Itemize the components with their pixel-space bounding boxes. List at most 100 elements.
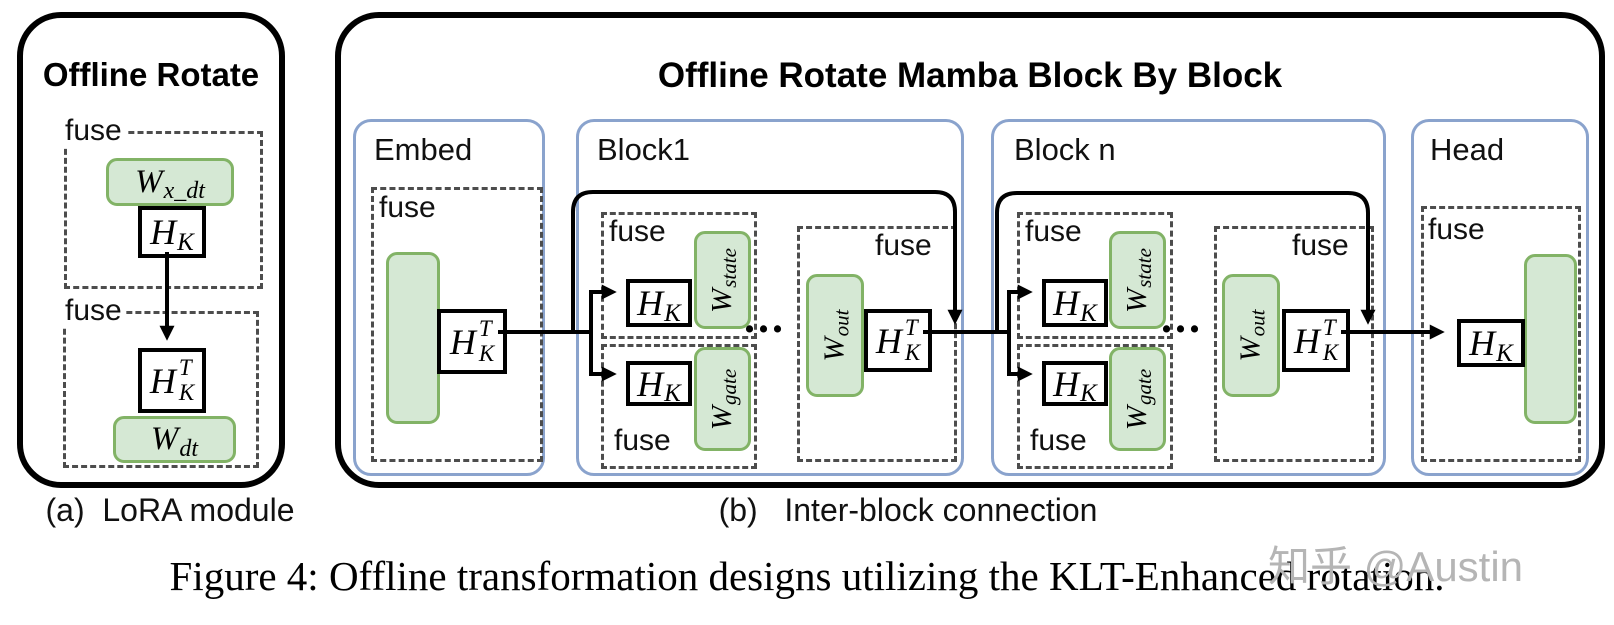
math-supsub-tk: T K bbox=[478, 315, 495, 367]
fuse-label-blockn-gate: fuse bbox=[1026, 425, 1091, 457]
math-sub-k: K bbox=[178, 379, 195, 405]
fuse-label-blockn-out: fuse bbox=[1288, 230, 1353, 262]
math-h: H bbox=[150, 212, 177, 252]
math-sub-k: K bbox=[478, 340, 495, 366]
figure-caption: Figure 4: Offline transformation designs… bbox=[169, 553, 1445, 599]
math-h: H bbox=[149, 360, 176, 401]
math-w: W bbox=[1234, 337, 1267, 362]
math-h: H bbox=[1053, 363, 1080, 404]
embed-weight-box bbox=[386, 252, 440, 424]
math-h: H bbox=[637, 363, 664, 404]
math-sub-state: state bbox=[717, 247, 741, 288]
math-sub-k: K bbox=[177, 228, 194, 256]
fuse-label-a-bottom: fuse bbox=[61, 295, 126, 327]
block-n-label: Block n bbox=[1014, 132, 1116, 167]
fuse-label-head: fuse bbox=[1424, 214, 1489, 246]
math-sub-gate: gate bbox=[1132, 368, 1157, 405]
ellipsis-block1: ... bbox=[744, 293, 786, 342]
math-sub-k: K bbox=[1496, 339, 1513, 367]
panel-b-title: Offline Rotate Mamba Block By Block bbox=[657, 56, 1283, 95]
fuse-box-blockn-gate bbox=[1017, 344, 1173, 469]
math-supsub-tk: T K bbox=[904, 314, 921, 366]
math-sub-state: state bbox=[1132, 247, 1156, 288]
rotation-box-hkt-1: H T K bbox=[864, 309, 932, 372]
math-h: H bbox=[637, 283, 664, 323]
embed-block: Embed fuse H T K bbox=[353, 119, 545, 476]
math-sup-t: T bbox=[478, 315, 492, 341]
math-sub-out: out bbox=[829, 309, 854, 337]
math-sup-t: T bbox=[178, 354, 192, 380]
panel-mamba-block-by-block: Offline Rotate Mamba Block By Block Embe… bbox=[335, 12, 1605, 488]
fuse-label-blockn-state: fuse bbox=[1021, 216, 1086, 248]
fuse-box-embed bbox=[371, 187, 543, 462]
head-weight-box bbox=[1524, 254, 1577, 424]
caption-a: (a) LoRA module bbox=[45, 492, 295, 528]
math-h: H bbox=[449, 321, 476, 362]
math-h: H bbox=[875, 320, 902, 361]
fuse-box-a-top bbox=[64, 131, 263, 289]
fuse-label-block1-gate: fuse bbox=[610, 425, 675, 457]
math-sub-gate: gate bbox=[717, 368, 742, 405]
fuse-label-embed: fuse bbox=[375, 192, 440, 224]
math-w: W bbox=[1121, 405, 1154, 430]
block1-label: Block1 bbox=[597, 132, 691, 167]
fuse-label-block1-out: fuse bbox=[871, 230, 936, 262]
math-w: W bbox=[150, 421, 179, 457]
math-sub-dt: dt bbox=[179, 435, 199, 462]
math-w: W bbox=[706, 288, 738, 313]
fuse-label-a-top: fuse bbox=[61, 115, 126, 147]
math-sup-t: T bbox=[1322, 314, 1336, 340]
math-w: W bbox=[135, 163, 163, 200]
math-h: H bbox=[1053, 283, 1080, 323]
math-h: H bbox=[1293, 320, 1320, 361]
math-sub-k: K bbox=[904, 339, 921, 365]
math-sub-k: K bbox=[1080, 380, 1097, 407]
math-sub-x-dt: x_dt bbox=[163, 178, 205, 204]
math-sub-k: K bbox=[664, 299, 681, 327]
rotation-box-hkt-a: H T K bbox=[138, 348, 206, 413]
math-supsub-tk: T K bbox=[178, 354, 195, 406]
math-sub-k: K bbox=[664, 380, 681, 407]
head-label: Head bbox=[1430, 132, 1505, 167]
math-sub-k: K bbox=[1322, 339, 1339, 365]
rotation-box-hkt-embed: H T K bbox=[437, 309, 507, 374]
math-w: W bbox=[1121, 288, 1153, 313]
math-sub-out: out bbox=[1245, 309, 1270, 337]
ellipsis-blockn: ... bbox=[1161, 293, 1203, 342]
math-w: W bbox=[706, 405, 739, 430]
fuse-box-block1-gate bbox=[601, 344, 757, 469]
embed-label: Embed bbox=[374, 132, 473, 167]
math-sub-k: K bbox=[1080, 299, 1097, 327]
math-sup-t: T bbox=[904, 314, 918, 340]
panel-a-title: Offline Rotate bbox=[42, 56, 260, 93]
watermark: 知乎 @Austin bbox=[1268, 543, 1524, 590]
math-supsub-tk: T K bbox=[1322, 314, 1339, 366]
fuse-box-a-bottom bbox=[63, 311, 259, 468]
fuse-label-block1-state: fuse bbox=[605, 216, 670, 248]
rotation-box-hkt-n: H T K bbox=[1282, 309, 1350, 372]
